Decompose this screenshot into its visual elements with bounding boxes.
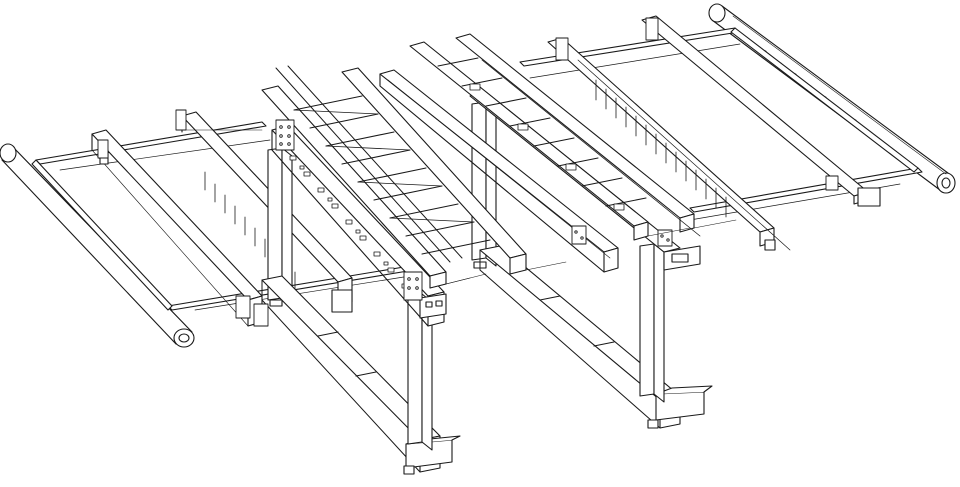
ladder-rung-blocks xyxy=(470,84,624,210)
base-beam-right xyxy=(480,246,712,428)
right-ladder-truss xyxy=(410,34,700,240)
roller-front-left xyxy=(0,144,194,347)
hanger-teeth-right xyxy=(596,80,726,217)
ladder-diagonals-left xyxy=(294,110,474,222)
left-carrier-beam xyxy=(272,126,446,326)
perforation-holes xyxy=(290,156,408,288)
ladder-rungs-right xyxy=(438,58,646,206)
left-ladder-truss xyxy=(262,66,526,288)
detail-lines xyxy=(182,130,736,288)
ladder-rungs-left xyxy=(294,96,490,254)
roller-back-right xyxy=(709,4,955,193)
joint-plates xyxy=(98,18,838,326)
central-main-beam xyxy=(380,70,618,272)
